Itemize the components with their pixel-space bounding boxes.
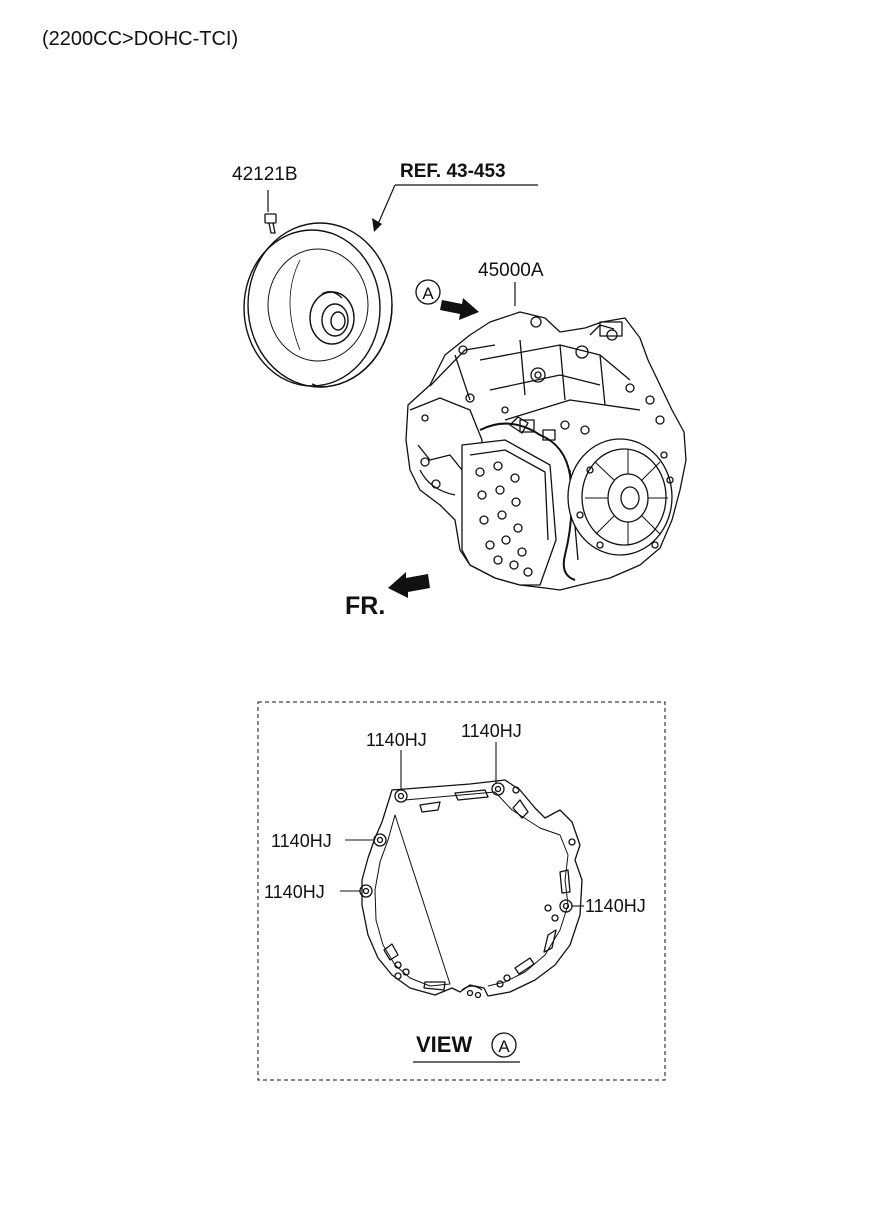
reference-leader [377,184,396,225]
engine-spec-label: (2200CC>DOHC-TCI) [42,28,238,50]
callout-1140hj-top-left: 1140HJ [366,730,427,750]
part-label-42121b: 42121B [232,164,298,185]
converter-bolt-icon [264,213,277,234]
callout-1140hj-left: 1140HJ [271,831,332,851]
front-direction-marker: FR. [345,572,430,620]
view-a-box [257,701,666,1081]
torque-converter [243,222,393,388]
view-letter: A [498,1037,510,1056]
adapter-plate [359,779,583,999]
view-title: VIEW [416,1032,472,1057]
svg-text:FR.: FR. [345,592,385,620]
view-a-arrow-icon [440,298,479,320]
svg-text:A: A [422,284,434,303]
reference-arrowhead [372,218,382,232]
callout-1140hj-lower-left: 1140HJ [264,882,325,902]
view-a-marker: A [415,279,479,320]
bolt-callouts [340,742,584,907]
callout-1140hj-right: 1140HJ [585,896,646,916]
view-a-caption: VIEW A [413,1032,520,1063]
part-label-45000a: 45000A [478,260,544,281]
transaxle-assembly [405,311,687,591]
view-letter-circle [491,1032,517,1058]
front-arrow-icon [388,572,430,598]
callout-1140hj-top-right: 1140HJ [461,721,522,741]
reference-label: REF. 43-453 [400,161,506,182]
